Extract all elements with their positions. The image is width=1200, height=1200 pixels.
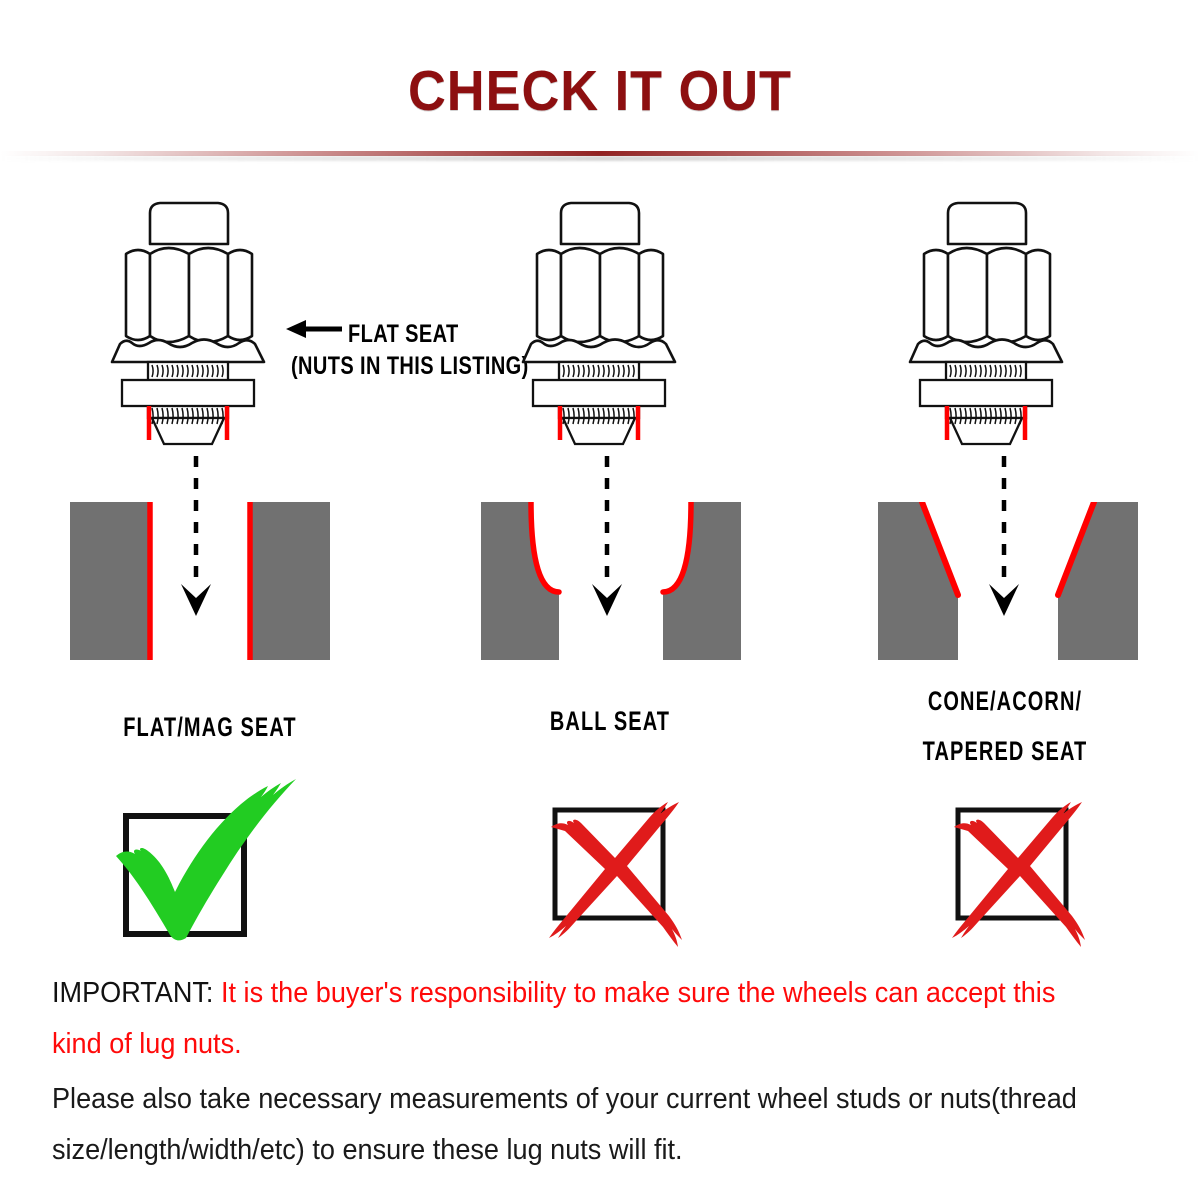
lug-nut-diagram-flat [108, 196, 308, 456]
page-title: CHECK IT OUT [408, 59, 792, 123]
caption-ball-seat: BALL SEAT [549, 706, 671, 736]
flat-seat-callout-line1: FLAT SEAT [348, 320, 459, 348]
caption-tapered-seat: TAPERED SEAT [922, 736, 1088, 766]
flat-seat-callout-line2: (NUTS IN THIS LISTING) [291, 352, 529, 380]
down-arrow-flat-icon [176, 456, 216, 626]
important-red-text: It is the buyer's responsibility to make… [52, 977, 1056, 1060]
green-check-icon [108, 768, 338, 943]
title-divider [0, 151, 1200, 156]
footer-text-block: IMPORTANT: It is the buyer's responsibil… [52, 968, 1107, 1176]
caption-cone-acorn: CONE/ACORN/ [927, 686, 1083, 716]
wheel-seat-ball [481, 502, 741, 662]
down-arrow-cone-icon [984, 456, 1024, 626]
down-arrow-ball-icon [587, 456, 627, 626]
lug-nut-diagram-ball [519, 196, 719, 456]
red-cross-icon-ball [545, 800, 685, 950]
left-arrow-icon [286, 318, 342, 345]
caption-flat-mag-seat: FLAT/MAG SEAT [123, 712, 297, 742]
wheel-seat-tapered [878, 502, 1138, 662]
lug-nut-diagram-cone [906, 196, 1106, 456]
title-divider-shadow [0, 156, 1200, 161]
important-label: IMPORTANT: [52, 977, 214, 1009]
red-cross-icon-cone [948, 800, 1088, 950]
measurement-paragraph: Please also take necessary measurements … [52, 1083, 1077, 1166]
important-paragraph: IMPORTANT: It is the buyer's responsibil… [52, 968, 1107, 1070]
wheel-seat-flat [70, 502, 330, 662]
